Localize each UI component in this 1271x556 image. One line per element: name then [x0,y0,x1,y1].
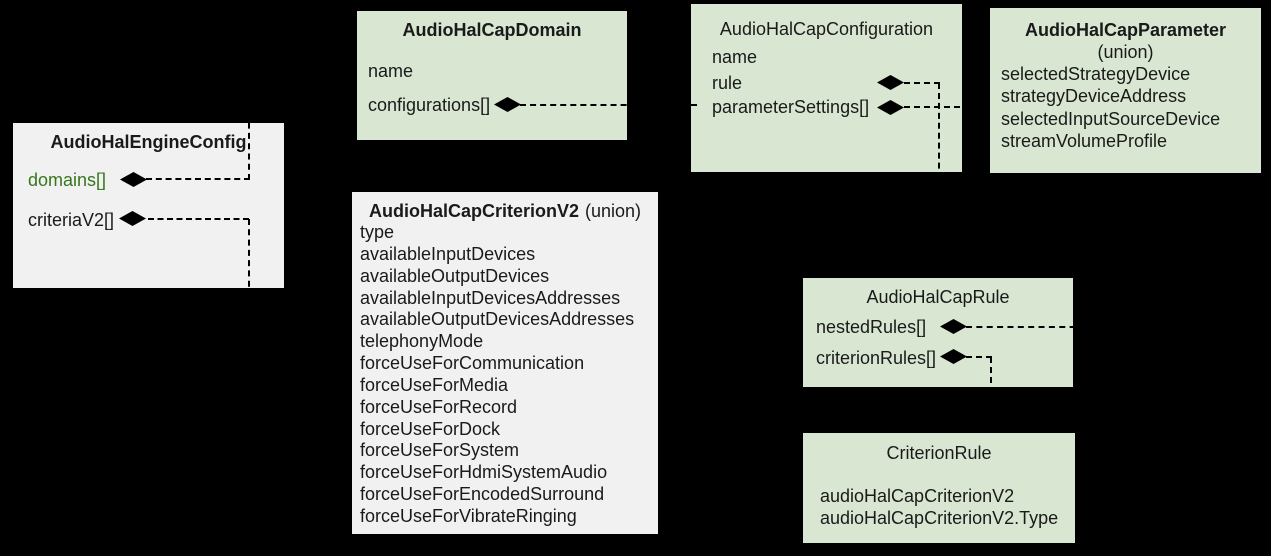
field-available-output-devices: availableOutputDevices [360,265,550,286]
field-force-use-for-media: forceUseForMedia [360,374,509,395]
field-available-input-devices-addresses: availableInputDevicesAddresses [360,287,621,308]
connector-criteriav2-horizontal [148,218,249,220]
field-strategy-device-address: strategyDeviceAddress [1001,86,1187,107]
field-selected-strategy-device: selectedStrategyDevice [1001,64,1191,84]
box-title: AudioHalEngineConfig [50,132,247,152]
field-available-input-devices: availableInputDevices [360,243,536,264]
field-audio-hal-cap-criterion-v2-type: audioHalCapCriterionV2.Type [820,507,1059,528]
field-force-use-for-record: forceUseForRecord [360,396,518,417]
box-title: AudioHalCapCriterionV2 [368,201,579,221]
field-force-use-for-dock: forceUseForDock [360,418,501,439]
field-list: audioHalCapCriterionV2 audioHalCapCriter… [820,486,1058,529]
class-box-audio-hal-cap-configuration: AudioHalCapConfiguration name rule param… [691,4,962,172]
class-box-audio-hal-cap-parameter: AudioHalCapParameter (union) selectedStr… [990,8,1261,173]
connector-criterion-rules-horizontal [966,356,992,358]
field-force-use-for-system: forceUseForSystem [360,440,520,461]
connector-rule-vertical [938,83,940,278]
connector-parameter-settings-horizontal [904,106,990,108]
composition-diamond-domains-icon [120,172,147,187]
box-title: CriterionRule [886,443,992,463]
field-force-use-for-vibrate-ringing: forceUseForVibrateRinging [360,505,577,526]
connector-domains-horizontal [146,178,250,180]
class-box-audio-hal-cap-domain: AudioHalCapDomain name configurations[] [357,11,627,140]
class-box-criterion-rule: CriterionRule audioHalCapCriterionV2 aud… [803,433,1075,543]
composition-diamond-criterion-rules-icon [940,349,967,364]
box-title: AudioHalCapDomain [402,20,582,40]
composition-diamond-criteriav2-icon [119,211,146,226]
field-telephony-mode: telephonyMode [360,331,484,352]
field-selected-input-source-device: selectedInputSourceDevice [1001,108,1221,129]
field-name: name [712,47,758,67]
box-title: AudioHalCapParameter [1024,20,1227,40]
field-force-use-for-communication: forceUseForCommunication [360,353,585,374]
box-title-line: AudioHalCapCriterionV2 (union) [352,200,658,222]
composition-diamond-rule-icon [877,75,904,90]
field-force-use-for-encoded-surround: forceUseForEncodedSurround [360,484,605,505]
class-box-audio-hal-engine-config: AudioHalEngineConfig domains[] criteriaV… [13,123,284,288]
box-subtitle-union: (union) [585,201,642,221]
composition-diamond-parameter-settings-icon [877,100,904,115]
field-stream-volume-profile: streamVolumeProfile [1001,130,1168,151]
field-type: type [360,222,395,242]
connector-criterion-rules-vertical [990,357,992,433]
composition-diamond-nested-rules-icon [940,319,967,334]
field-rule: rule [712,73,743,93]
field-audio-hal-cap-criterion-v2: audioHalCapCriterionV2 [820,486,1015,506]
connector-criteriav2-vertical [248,219,250,369]
field-available-output-devices-addresses: availableOutputDevicesAddresses [360,309,635,330]
field-list: type availableInputDevices availableOutp… [360,222,634,528]
connector-configurations-horizontal [520,104,697,106]
field-configurations: configurations[] [368,95,491,115]
connector-rule-horizontal [904,82,940,84]
field-criteriaV2: criteriaV2[] [28,210,115,230]
field-force-use-for-hdmi-system-audio: forceUseForHdmiSystemAudio [360,462,608,483]
field-nested-rules: nestedRules[] [816,317,927,337]
field-list: selectedStrategyDevice strategyDeviceAdd… [1001,63,1220,152]
box-title: AudioHalCapRule [866,287,1010,307]
field-parameter-settings: parameterSettings[] [712,97,870,117]
class-box-audio-hal-cap-rule: AudioHalCapRule nestedRules[] criterionR… [803,278,1073,387]
field-domains: domains[] [28,170,107,190]
class-box-audio-hal-cap-criterion-v2: AudioHalCapCriterionV2 (union) type avail… [352,192,658,534]
field-name: name [368,61,414,81]
box-subtitle-union: (union) [1097,42,1154,62]
connector-domains-vertical [248,20,250,180]
composition-diamond-configurations-icon [494,97,521,112]
box-title: AudioHalCapConfiguration [719,19,934,39]
connector-nested-rules-horizontal [966,326,1086,328]
field-criterion-rules: criterionRules[] [816,348,937,368]
